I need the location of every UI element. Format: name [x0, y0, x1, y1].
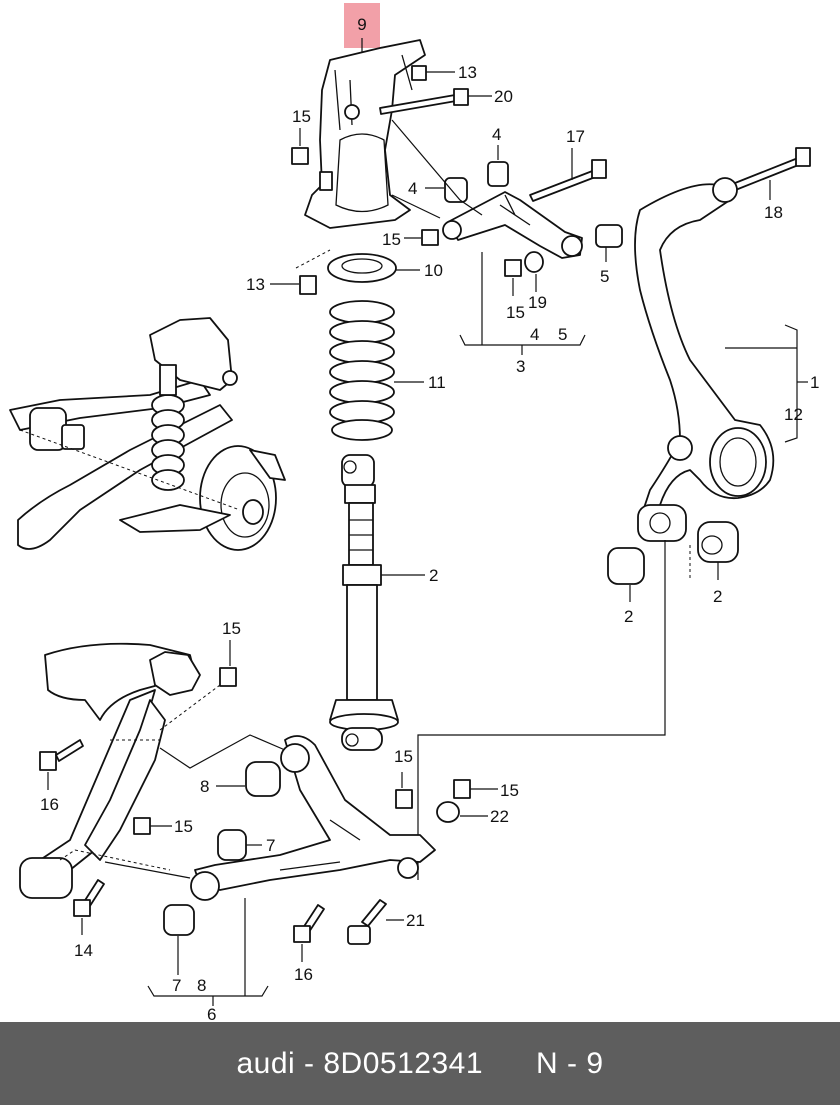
bushing-2-right: [689, 521, 739, 580]
callout-4[interactable]: 4: [530, 325, 539, 344]
callout-22[interactable]: 22: [490, 807, 509, 826]
part-number: 8D0512341: [323, 1046, 484, 1080]
bushing-4-top: [487, 145, 509, 187]
bolt-18: [729, 147, 811, 200]
bushing-8-upper: [216, 761, 281, 797]
callout-3[interactable]: 3: [516, 357, 525, 376]
shock-absorber-12: [329, 454, 425, 751]
strut-mount-part-9: [304, 39, 426, 229]
bushing-2-knuckle: [637, 504, 687, 542]
callout-15[interactable]: 15: [292, 107, 311, 126]
callout-7[interactable]: 7: [266, 836, 275, 855]
callout-8[interactable]: 8: [197, 976, 206, 995]
bolt-21: [347, 899, 404, 945]
callout-15[interactable]: 15: [382, 230, 401, 249]
group-bracket-1-2: [725, 324, 808, 443]
callout-16[interactable]: 16: [294, 965, 313, 984]
callout-17[interactable]: 17: [566, 127, 585, 146]
callout-2[interactable]: 2: [713, 587, 722, 606]
position-label: N - 9: [536, 1046, 604, 1080]
bushing-7-lower: [163, 904, 195, 975]
lower-control-arm: [190, 735, 436, 901]
callout-4[interactable]: 4: [492, 125, 501, 144]
callout-6[interactable]: 6: [207, 1005, 216, 1022]
bolt-14: [73, 879, 105, 935]
nut-15-g: [133, 817, 172, 835]
callout-8[interactable]: 8: [200, 777, 209, 796]
subframe-lower-left: [19, 642, 201, 899]
callout-10[interactable]: 10: [424, 261, 443, 280]
wheel-knuckle: [634, 177, 775, 526]
callout-14[interactable]: 14: [74, 941, 93, 960]
footer-separator: -: [304, 1046, 315, 1080]
suspension-diagram: 9 13 20 15 4: [9, 3, 819, 1022]
callout-16[interactable]: 16: [40, 795, 59, 814]
brand-label: audi: [236, 1046, 296, 1080]
callout-2[interactable]: 12: [784, 405, 803, 424]
washer-19: [524, 251, 544, 292]
bolt-20: [379, 88, 492, 115]
nut-15-a: [291, 128, 309, 165]
bolt-13-left: [270, 249, 331, 295]
callout-5[interactable]: 5: [558, 325, 567, 344]
nut-15-e: [395, 772, 413, 809]
callout-7[interactable]: 7: [172, 976, 181, 995]
callout-15[interactable]: 15: [222, 619, 241, 638]
washer-22: [436, 801, 488, 823]
bushing-4-left: [425, 177, 468, 203]
callout-9[interactable]: 9: [357, 15, 366, 34]
callout-5[interactable]: 5: [600, 267, 609, 286]
callout-18[interactable]: 18: [764, 203, 783, 222]
group-bracket-6: [147, 985, 269, 1006]
coil-spring-11: [329, 300, 424, 441]
callout-12[interactable]: 2: [429, 566, 438, 585]
nut-15-c: [504, 259, 522, 296]
callout-4[interactable]: 4: [408, 179, 417, 198]
spring-seat-10: [327, 253, 420, 283]
callout-15[interactable]: 15: [394, 747, 413, 766]
bushing-5: [595, 224, 623, 262]
callout-20[interactable]: 20: [494, 87, 513, 106]
bushing-7-upper: [217, 829, 262, 861]
callout-19[interactable]: 19: [528, 293, 547, 312]
bolt-16-left: [39, 739, 84, 790]
group-bracket-3: [459, 252, 586, 355]
nut-15-f: [453, 779, 498, 799]
bolt-16-right: [293, 904, 325, 962]
upper-control-arm: [442, 191, 583, 259]
callout-13[interactable]: 13: [458, 63, 477, 82]
callout-11[interactable]: 11: [428, 373, 446, 392]
callout-21[interactable]: 21: [406, 911, 425, 930]
part-info-footer: audi - 8D0512341 N - 9: [0, 1022, 840, 1105]
callout-2[interactable]: 2: [624, 607, 633, 626]
nut-15-b: [404, 229, 439, 246]
bolt-13-top: [411, 65, 455, 81]
bolt-17: [529, 148, 607, 202]
nut-15-d: [159, 640, 237, 731]
callout-15[interactable]: 15: [506, 303, 525, 322]
callout-1[interactable]: 1: [810, 373, 819, 392]
assembled-suspension-view: [9, 317, 286, 551]
bushing-2-left: [607, 547, 645, 602]
callout-15[interactable]: 15: [500, 781, 519, 800]
callout-13[interactable]: 13: [246, 275, 265, 294]
callout-15[interactable]: 15: [174, 817, 193, 836]
